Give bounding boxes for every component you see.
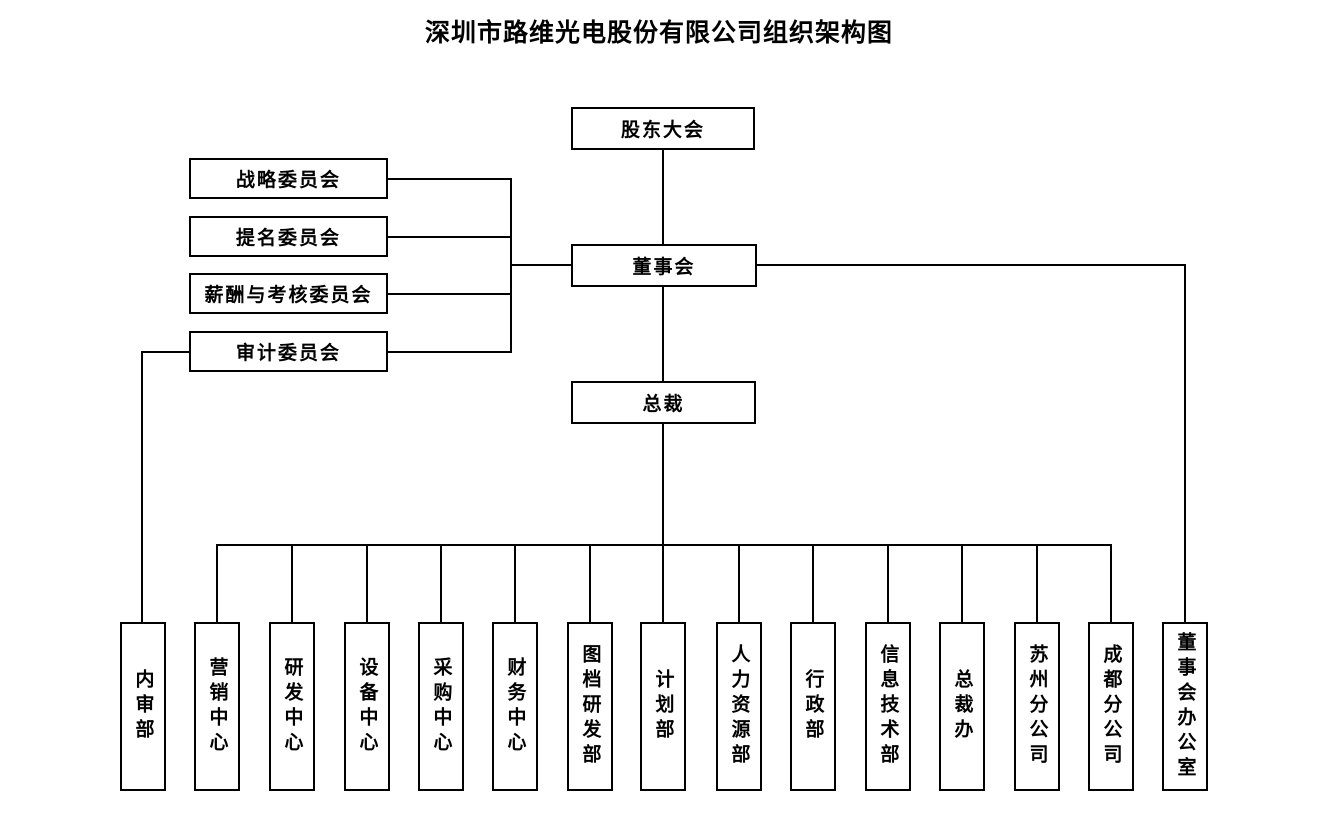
node-president-label: 总裁: [642, 394, 685, 415]
node-admin-dept-label: 行政部: [802, 669, 824, 744]
node-suzhou-branch: 苏州分公司: [1014, 622, 1060, 791]
node-internal-audit-dept-label: 内审部: [132, 669, 154, 744]
connector-drop-it: [887, 544, 889, 623]
node-equipment-center-label: 设备中心: [356, 656, 378, 757]
connector-audit-left: [141, 351, 189, 353]
connector-drop-finance: [514, 544, 516, 623]
node-president: 总裁: [571, 381, 756, 424]
node-rd-center: 研发中心: [269, 622, 315, 791]
node-nomination-committee: 提名委员会: [189, 216, 388, 257]
node-admin-dept: 行政部: [790, 622, 836, 791]
node-strategy-committee-label: 战略委员会: [235, 170, 341, 191]
connector-drop-suzhou: [1036, 544, 1038, 623]
connector-drop-hr: [738, 544, 740, 623]
connector-shareholders-board: [662, 150, 664, 244]
connector-drop-chengdu: [1110, 544, 1112, 623]
node-president-office: 总裁办: [939, 622, 985, 791]
connector-drop-procurement: [440, 544, 442, 623]
node-it-dept: 信息技术部: [865, 622, 911, 791]
node-board-office: 董事会办公室: [1162, 622, 1208, 791]
connector-drop-document-rd: [589, 544, 591, 623]
connector-department-bus: [216, 544, 1112, 546]
connector-audit-internal-audit: [141, 351, 143, 623]
node-nomination-committee-label: 提名委员会: [235, 228, 341, 249]
node-it-dept-label: 信息技术部: [877, 644, 899, 769]
node-audit-committee-label: 审计委员会: [235, 343, 341, 364]
node-rd-center-label: 研发中心: [281, 656, 303, 757]
connector-board-right: [757, 264, 1186, 266]
node-chengdu-branch: 成都分公司: [1088, 622, 1134, 791]
node-audit-committee: 审计委员会: [189, 331, 388, 372]
node-chengdu-branch-label: 成都分公司: [1100, 644, 1122, 769]
connector-drop-president-office: [961, 544, 963, 623]
connector-trunk-board: [510, 264, 572, 266]
node-hr-dept: 人力资源部: [716, 622, 762, 791]
connector-president-bus: [662, 424, 664, 623]
node-finance-center: 财务中心: [492, 622, 538, 791]
node-marketing-center-label: 营销中心: [206, 656, 228, 757]
node-planning-dept-label: 计划部: [652, 669, 674, 744]
node-remuneration-appraisal-committee: 薪酬与考核委员会: [189, 273, 388, 314]
node-shareholders-meeting: 股东大会: [571, 107, 755, 150]
node-hr-dept-label: 人力资源部: [728, 644, 750, 769]
node-remuneration-appraisal-committee-label: 薪酬与考核委员会: [204, 285, 373, 306]
node-document-rd-dept-label: 图档研发部: [579, 644, 601, 769]
node-finance-center-label: 财务中心: [504, 656, 526, 757]
connector-audit-committee: [388, 351, 512, 353]
node-procurement-center-label: 采购中心: [430, 656, 452, 757]
node-procurement-center: 采购中心: [418, 622, 464, 791]
connector-drop-admin: [812, 544, 814, 623]
node-board-of-directors: 董事会: [571, 244, 757, 287]
node-planning-dept: 计划部: [640, 622, 686, 791]
node-document-rd-dept: 图档研发部: [567, 622, 613, 791]
connector-drop-equipment: [366, 544, 368, 623]
node-president-office-label: 总裁办: [951, 669, 973, 744]
connector-remuneration-committee: [388, 293, 512, 295]
connector-nomination-committee: [388, 236, 512, 238]
connector-board-president: [662, 287, 664, 381]
node-shareholders-meeting-label: 股东大会: [620, 120, 705, 141]
node-marketing-center: 营销中心: [194, 622, 240, 791]
connector-drop-rd: [291, 544, 293, 623]
connector-strategy-committee: [388, 178, 512, 180]
node-board-office-label: 董事会办公室: [1174, 631, 1196, 782]
node-suzhou-branch-label: 苏州分公司: [1026, 644, 1048, 769]
node-strategy-committee: 战略委员会: [189, 158, 388, 199]
node-internal-audit-dept: 内审部: [120, 622, 166, 791]
node-equipment-center: 设备中心: [344, 622, 390, 791]
connector-board-office-drop: [1184, 264, 1186, 623]
node-board-of-directors-label: 董事会: [632, 257, 696, 278]
connector-drop-marketing: [216, 544, 218, 623]
chart-title: 深圳市路维光电股份有限公司组织架构图: [424, 19, 893, 47]
